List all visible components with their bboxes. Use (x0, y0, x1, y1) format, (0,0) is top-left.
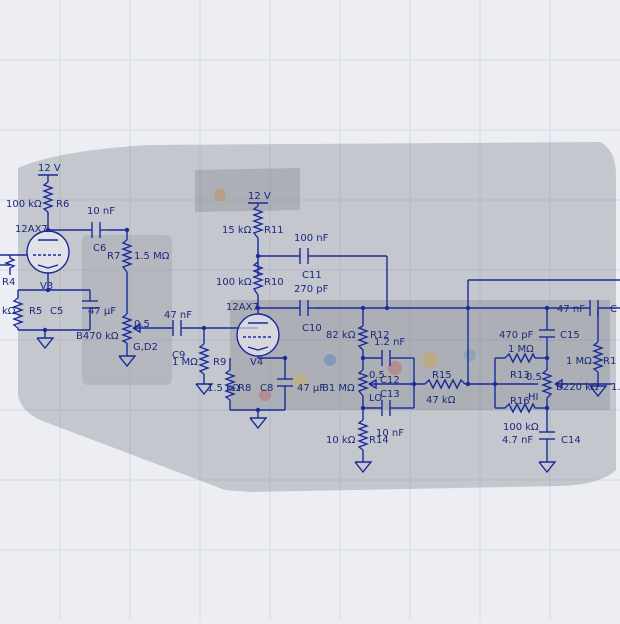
pot-mid-position: 0.5 (369, 370, 385, 381)
r8-value: 1.5 kΩ (207, 383, 240, 394)
r12-value: 82 kΩ (326, 330, 356, 341)
r10-label: R10 (264, 277, 284, 288)
component-labels: 12 V 12 V 100 kΩ R6 10 nF C6 12AX7 R7 1.… (2, 163, 620, 446)
r5-label: R5 (29, 306, 42, 317)
pot-b470-label: B470 kΩ (76, 331, 119, 342)
r4-label: R4 (2, 277, 15, 288)
c10-value: 270 pF (294, 284, 329, 295)
r14-value: 10 kΩ (326, 435, 356, 446)
c6-value: 10 nF (87, 206, 115, 217)
r12-label: R12 (370, 330, 390, 341)
c13-label: C13 (380, 389, 400, 400)
c5-label: C5 (50, 306, 63, 317)
r6-label: R6 (56, 199, 69, 210)
tube-v3-type: 12AX7 (15, 224, 48, 235)
c6-label: C6 (93, 243, 106, 254)
c8-label: C8 (260, 383, 273, 394)
c12-label: C12 (380, 375, 400, 386)
right-cut-label: 1. (611, 382, 620, 393)
pot-right-position: 0.5 (526, 372, 542, 383)
r7-value: 1.5 MΩ (134, 251, 170, 262)
c-right-label: C (610, 304, 617, 315)
c12-value: 1.2 nF (374, 337, 405, 348)
c15-value: 470 pF (499, 330, 534, 341)
r7-label: R7 (107, 251, 120, 262)
r11-value: 15 kΩ (222, 225, 252, 236)
pot-left-position: 0.5 (134, 319, 150, 330)
tube-v4 (236, 312, 280, 358)
r13-value: 1 MΩ (508, 344, 534, 355)
pot-b220-label: B220 kΩ (556, 382, 599, 393)
junction-dots (42, 227, 550, 413)
r10-value: 100 kΩ (216, 277, 252, 288)
pot-b1-label: B1 MΩ (322, 383, 355, 394)
r16-value: 100 kΩ (503, 422, 539, 433)
r9-value: 1 MΩ (172, 357, 198, 368)
r14-label: R14 (369, 435, 389, 446)
supply-label-left: 12 V (38, 163, 61, 174)
c10-label: C10 (302, 323, 322, 334)
c14-label: C14 (561, 435, 581, 446)
tube-v4-label: V4 (250, 357, 263, 368)
c5-value: 47 µF (88, 306, 116, 317)
supply-label-mid: 12 V (248, 191, 271, 202)
r15-value: 47 kΩ (426, 395, 456, 406)
r-right-label: R1 (603, 356, 616, 367)
r8-label: R8 (238, 383, 251, 394)
r6-value: 100 kΩ (6, 199, 42, 210)
pot-lo-label: LO (369, 393, 382, 404)
r16-label: R16 (510, 396, 530, 407)
tube-v4-type: 12AX7 (226, 302, 259, 313)
pot-hi-label: HI (528, 392, 538, 403)
c-right-value: 47 nF (557, 304, 585, 315)
tube-v3-label: V3 (40, 281, 53, 292)
r15-label: R15 (432, 370, 452, 381)
c14-value: 4.7 nF (502, 435, 533, 446)
c9-value: 47 nF (164, 310, 192, 321)
c11-value: 100 nF (294, 233, 329, 244)
r13-label: R13 (510, 370, 530, 381)
pot-left-name: G,D2 (133, 342, 158, 353)
r11-label: R11 (264, 225, 284, 236)
components (4, 174, 620, 474)
c9-label: C9 (172, 350, 185, 361)
tube-v3 (26, 230, 70, 274)
c8-value: 47 µF (297, 383, 325, 394)
c11-label: C11 (302, 270, 322, 281)
r9-label: R9 (213, 357, 226, 368)
r5-value: kΩ (2, 306, 16, 317)
c13-value: 10 nF (376, 428, 404, 439)
r-right-value: 1 MΩ (566, 356, 592, 367)
c15-label: C15 (560, 330, 580, 341)
